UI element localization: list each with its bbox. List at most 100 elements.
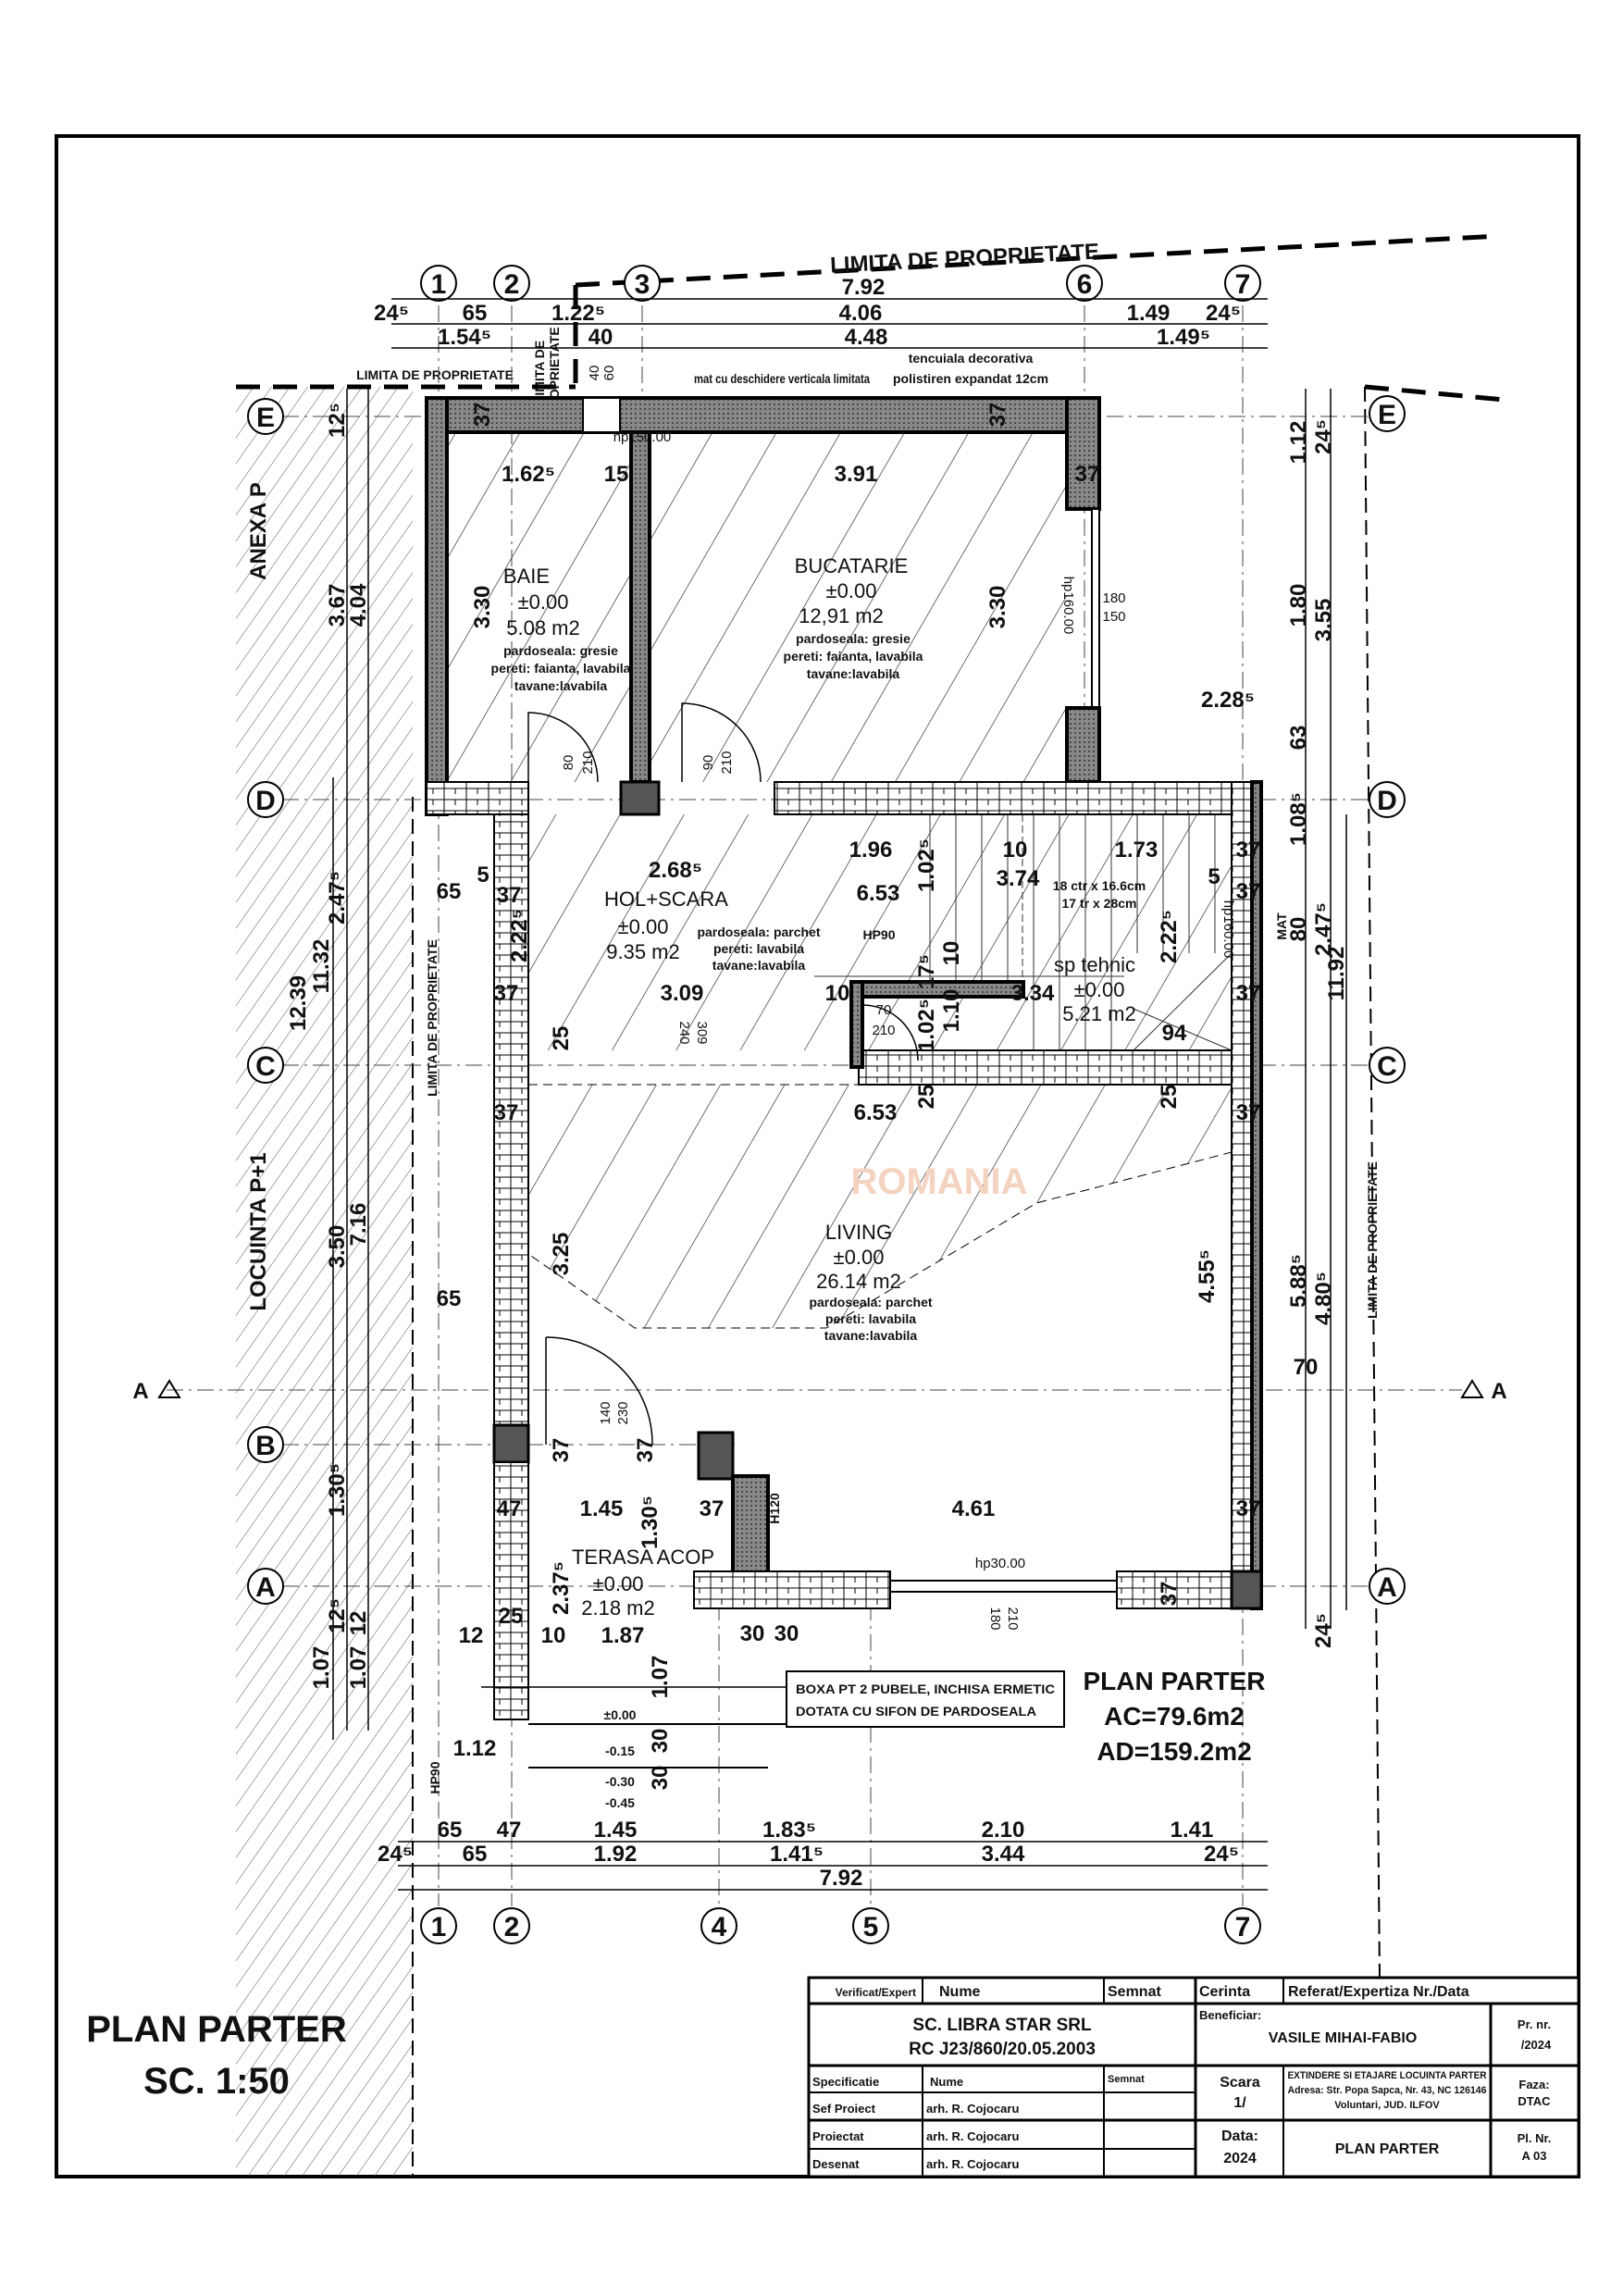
label-dims-right-7: 2.47⁵ [1311, 902, 1336, 956]
label-dims-interior-49: 37 [1236, 1496, 1261, 1521]
wall-east-kitchen-lower [1065, 706, 1101, 784]
label-title-block-cerinta: Cerinta [1199, 1984, 1250, 2000]
label-dims-left-12: 1.07 [346, 1646, 371, 1690]
wall-baie-bucatarie [629, 430, 651, 784]
label-dims-interior-5: 3.30 [985, 586, 1010, 629]
label-dims-interior-26: 1.02⁵ [914, 999, 939, 1052]
label-dims-interior-0: 1.62⁵ [502, 462, 555, 487]
label-dims-right-6: 80 [1286, 917, 1311, 942]
label-title-block-rows-1-role: Proiectat [812, 2129, 864, 2143]
label-dims-bottom-1: 47 [497, 1818, 522, 1843]
label-dims-interior-57: 1.07 [648, 1656, 673, 1699]
label-dims-interior-42: 37 [549, 1438, 574, 1463]
label-dims-bottom-0: 65 [438, 1818, 463, 1843]
label-dims-interior-52: 12 [459, 1623, 484, 1648]
label-title-block-pr-nr-label: Pr. nr. [1518, 2017, 1551, 2031]
label-title-block-scara: 1/ [1233, 2095, 1246, 2111]
walls [425, 396, 1263, 1720]
label-dims-openings-8: 210 [872, 1023, 895, 1038]
label-dims-interior-12: 1.73 [1115, 838, 1158, 863]
label-title-block-specificatie: Specificatie [812, 2075, 879, 2089]
label-dims-openings-4: 210 [580, 751, 596, 774]
label-dims-openings-2: 60 [601, 366, 617, 381]
label-sheet-note-box-0: BOXA PT 2 PUBELE, INCHISA ERMETIC [796, 1682, 1055, 1696]
wall-west-lower [493, 813, 529, 1445]
anexa-label: ANEXA P [246, 482, 271, 580]
label-dims-interior-37: 37 [494, 1100, 519, 1125]
property-limit-right-label: LIMITA DE PROPRIETATE [1365, 1161, 1380, 1319]
label-dims-interior-36: 25 [1157, 1085, 1182, 1110]
label-title-block-scara-label: Scara [1220, 2075, 1260, 2091]
label-dims-interior-39: 65 [437, 1286, 462, 1311]
label-dims-bottom-4: 2.10 [982, 1818, 1025, 1843]
property-limit-small-label: LIMITA DE PROPRIETATE [356, 367, 514, 382]
label-dims-interior-15: 5 [477, 863, 489, 887]
label-dims-interior-4: 3.30 [470, 586, 495, 629]
wall-east-kitchen-upper [1065, 396, 1101, 511]
label-title-block-rows-1-name: arh. R. Cojocaru [926, 2129, 1019, 2143]
label-dims-top-2: 65 [463, 301, 488, 326]
label-sheet-ac: AC=79.6m2 [1104, 1702, 1245, 1731]
label-dims-interior-3: 37 [1075, 462, 1100, 487]
room-living: LIVING ±0.00 26.14 m2 pardoseala: parche… [809, 1221, 932, 1343]
label-dims-interior-10: 1.02⁵ [914, 838, 939, 892]
label-stair-treads: 17 tr x 28cm [1062, 896, 1137, 911]
label-dims-bottom-6: 24⁵ [378, 1842, 413, 1867]
room-bucatarie: BUCATARIE ±0.00 12,91 m2 pardoseala: gre… [784, 554, 923, 681]
label-dims-interior-59: 30 [648, 1729, 673, 1754]
label-rooms-1-level: ±0.00 [826, 579, 877, 602]
label-title-block-address: Adresa: Str. Popa Sapca, Nr. 43, NC 1261… [1288, 2085, 1487, 2096]
label-title-block-beneficiar-label: Beneficiar: [1199, 2008, 1261, 2022]
label-labels-section-mark: A [132, 1379, 148, 1404]
property-limit-vertical-1: LIMITA DE [532, 341, 547, 403]
label-dims-right-3: 3.55 [1311, 599, 1336, 642]
label-rooms-4-area: 26.14 m2 [816, 1270, 901, 1293]
label-rooms-2-area: 9.35 m2 [606, 940, 680, 963]
label-title-block-beneficiar: VASILE MIHAI-FABIO [1269, 2030, 1418, 2046]
column-terrace [697, 1431, 735, 1481]
label-dims-openings-1: 40 [587, 366, 602, 381]
label-dims-interior-33: 37 [1236, 981, 1261, 1006]
label-dims-top-8: 40 [588, 325, 613, 350]
label-dims-interior-22: 25 [549, 1026, 574, 1051]
label-rooms-4-finishes-0: pardoseala: parchet [809, 1295, 932, 1309]
label-dims-openings-13: 180 [987, 1607, 1003, 1630]
plan-title: PLAN PARTER [86, 2009, 347, 2050]
label-rooms-0-finishes-0: pardoseala: gresie [503, 643, 618, 658]
room-baie: BAIE ±0.00 5.08 m2 pardoseala: gresie pe… [491, 565, 631, 693]
label-title-block-faza: DTAC [1518, 2094, 1551, 2108]
label-dims-interior-11: 10 [1003, 838, 1028, 863]
wall-bin-box [731, 1474, 770, 1580]
label-dims-interior-56: 30 [774, 1621, 799, 1646]
mat-window [582, 397, 621, 433]
label-dims-openings-16: 150 [1102, 609, 1125, 625]
label-rooms-4-level: ±0.00 [834, 1246, 885, 1269]
label-title-block-referat: Referat/Expertiza Nr./Data [1288, 1984, 1469, 2000]
label-rooms-1-area: 12,91 m2 [799, 604, 884, 627]
property-limit-vertical-2: PROPRIETATE [547, 327, 562, 417]
label-title-block-pl-nr: A 03 [1522, 2149, 1547, 2163]
doors [527, 702, 919, 1446]
label-rooms-0-finishes-2: tavane:lavabila [514, 678, 608, 693]
grid-bubbles-left: E D C B A [247, 398, 284, 1605]
label-dims-interior-21: 37 [494, 981, 519, 1006]
label-sheet-summary-title: PLAN PARTER [1083, 1667, 1265, 1695]
section-markers: A A [132, 1379, 1506, 1404]
label-grid-axes-bottom-3: 5 [863, 1912, 879, 1942]
wall-west-terrace [493, 1461, 529, 1720]
label-dims-openings-0: hp150.00 [613, 429, 672, 445]
left-dimensions: 12⁵ 3.67 4.04 2.47⁵ 11.32 12.39 3.50 7.1… [286, 403, 371, 1689]
label-dims-bottom-3: 1.83⁵ [762, 1818, 816, 1843]
label-title-block-address2: Voluntari, JUD. ILFOV [1334, 2100, 1440, 2111]
room-sp-tehnic: sp tehnic ±0.00 5.21 m2 [1054, 953, 1136, 1025]
title-block: Verificat/Expert Nume Semnat Cerinta Ref… [807, 1976, 1580, 2178]
label-dims-bottom-12: 7.92 [820, 1866, 863, 1891]
label-rooms-1-name: BUCATARIE [795, 554, 909, 577]
label-dims-top-1: 24⁵ [374, 301, 409, 326]
label-sheet-note-box-1: DOTATA CU SIFON DE PARDOSEALA [796, 1704, 1036, 1719]
column-d [619, 780, 661, 816]
label-dims-openings-14: 210 [1005, 1607, 1021, 1630]
label-dims-interior-46: 1.30⁵ [638, 1496, 663, 1549]
label-dims-left-1: 3.67 [325, 584, 350, 627]
